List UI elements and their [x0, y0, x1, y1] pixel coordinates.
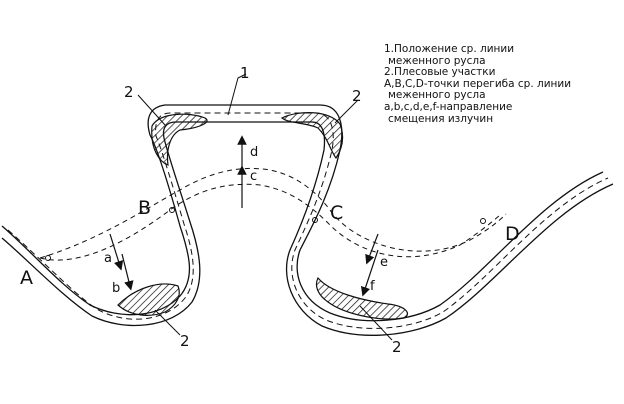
pool-area-2: [280, 112, 344, 160]
inflection-mark-a: [45, 255, 51, 261]
label-1: 1: [240, 64, 250, 82]
line-shift-ace: [39, 183, 501, 261]
arrow-label-d: d: [250, 145, 258, 160]
leader-1: [227, 73, 247, 116]
arrow-label-e: e: [380, 255, 388, 270]
legend-line-1: 1.Положение ср. линии: [384, 43, 515, 55]
inflection-mark-c: [312, 217, 318, 223]
arrow-f: [360, 249, 379, 297]
legend-line-6: a,b,c,d,e,f-направление: [384, 100, 513, 113]
label-2-bottom-right: 2: [392, 338, 402, 356]
legend-line-5: меженного русла: [388, 89, 486, 102]
point-label-b: B: [138, 197, 151, 219]
legend-line-7: смещения излучин: [388, 112, 494, 125]
legend-line-3: 2.Плесовые участки: [384, 66, 496, 79]
legend-line-2: меженного русла: [388, 54, 486, 67]
label-2-top-right: 2: [352, 87, 362, 105]
leader-2-bottom-left: [154, 309, 181, 336]
point-label-d: D: [505, 223, 520, 245]
label-2-top-left: 2: [124, 83, 134, 101]
point-label-c: C: [330, 202, 343, 224]
legend: 1.Положение ср. линии меженного русла 2.…: [384, 43, 620, 125]
label-2-bottom-left: 2: [180, 332, 190, 350]
legend-line-4: A,B,C,D-точки перегиба ср. линии: [384, 77, 572, 90]
arrow-label-b: b: [112, 281, 120, 296]
arrow-label-a: a: [104, 251, 112, 266]
arrow-a: [109, 233, 124, 271]
pool-area-1: [151, 113, 208, 166]
arrow-b: [121, 253, 134, 291]
point-label-a: A: [20, 267, 33, 289]
arrow-label-c: c: [250, 169, 257, 184]
inflection-mark-d: [480, 218, 486, 224]
channel-inner-bank: [1, 121, 614, 336]
leader-2-top-left: [137, 94, 166, 126]
channel-outer-bank: [1, 104, 604, 322]
arrow-label-f: f: [370, 279, 375, 294]
inflection-mark-b: [169, 207, 175, 213]
arrow-e: [365, 233, 379, 265]
line-shift-bdf: [39, 167, 507, 259]
pool-area-3: [117, 283, 180, 316]
pool-area-4: [315, 276, 409, 320]
leader-2-bottom-right: [359, 305, 393, 341]
leader-2-top-right: [334, 99, 359, 124]
